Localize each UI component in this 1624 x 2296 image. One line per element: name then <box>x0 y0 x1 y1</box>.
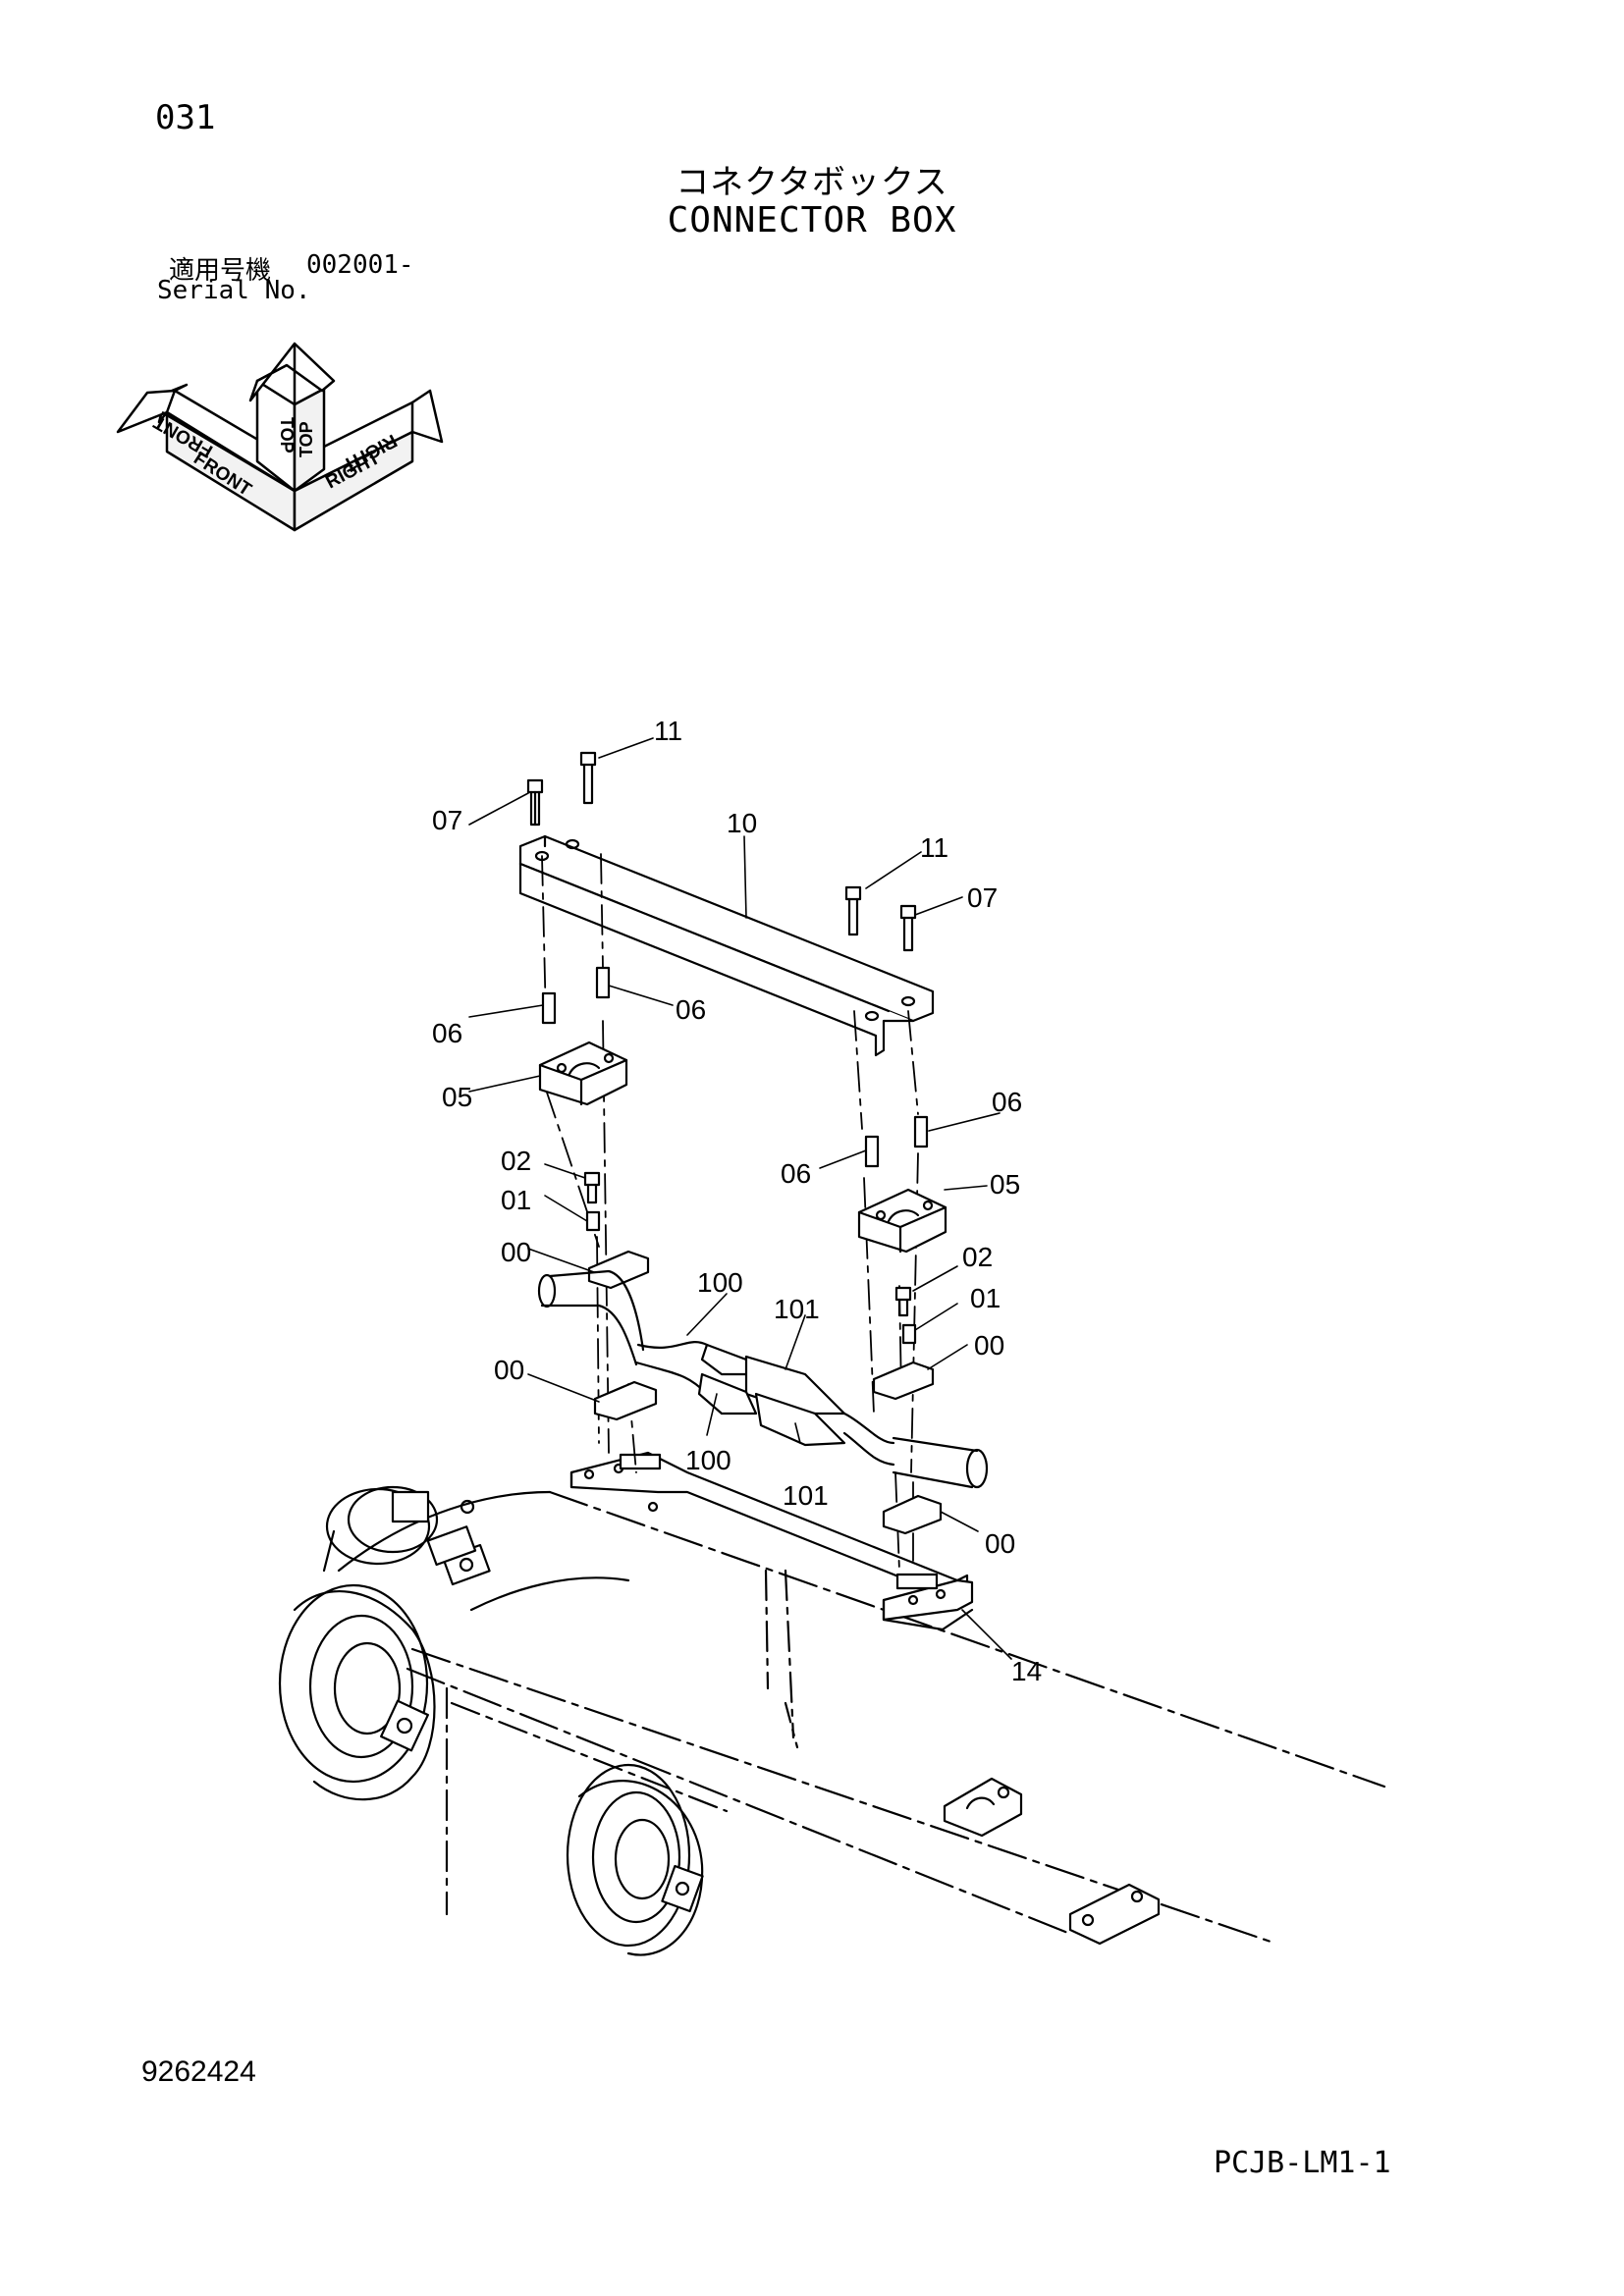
page-number: 031 <box>155 98 216 137</box>
clamp-05-left <box>538 1041 628 1106</box>
callout-00: 00 <box>985 1528 1015 1559</box>
callout-07: 07 <box>967 882 998 913</box>
callout-101: 101 <box>783 1480 829 1511</box>
callout-10: 10 <box>727 808 757 838</box>
spacer-06-c <box>864 1135 880 1168</box>
callout-01: 01 <box>970 1283 1001 1313</box>
clamp-00-a <box>587 1250 650 1290</box>
callout-07: 07 <box>432 805 462 835</box>
callout-100: 100 <box>697 1267 743 1298</box>
track-frame <box>278 1485 1386 1956</box>
orientation-compass-icon: FRONT FRONT RIGHT RIGHT TOP TOP <box>116 342 444 532</box>
part-10-upper-bracket <box>518 834 935 1057</box>
document-code: 9262424 <box>141 2056 256 2088</box>
callout-101: 101 <box>774 1294 820 1324</box>
page-title: CONNECTOR BOX <box>667 200 957 240</box>
callout-14: 14 <box>1011 1656 1042 1686</box>
connector-100-a <box>700 1343 758 1376</box>
part-14-base-plate <box>569 1451 974 1690</box>
bolt-11-right <box>844 885 862 936</box>
callout-06: 06 <box>992 1087 1022 1117</box>
clamp-00-b <box>872 1361 935 1401</box>
bolt-07-left <box>526 778 544 827</box>
bolt-07-right <box>899 904 917 952</box>
bolt-02-right <box>894 1286 912 1317</box>
callout-11: 11 <box>654 716 682 746</box>
callout-01: 01 <box>501 1185 531 1215</box>
callout-02: 02 <box>962 1242 993 1272</box>
callout-00: 00 <box>974 1330 1004 1361</box>
callout-11: 11 <box>920 832 948 863</box>
callout-02: 02 <box>501 1146 531 1176</box>
callout-05: 05 <box>990 1169 1020 1200</box>
clamp-00-c <box>593 1380 658 1421</box>
callout-06: 06 <box>781 1158 811 1189</box>
serial-label: Serial No. <box>157 276 311 305</box>
collar-01-left <box>585 1210 601 1232</box>
sheet-code: PCJB-LM1-1 <box>1214 2146 1391 2180</box>
callout-100: 100 <box>685 1445 731 1475</box>
title-japanese: コネクタボックス <box>676 163 948 202</box>
callout-05: 05 <box>442 1082 472 1112</box>
connector-101-b <box>754 1392 846 1447</box>
compass-top-label-mirror: TOP <box>297 421 316 457</box>
callout-00: 00 <box>501 1237 531 1267</box>
bolt-02-left <box>583 1171 601 1204</box>
callout-06: 06 <box>432 1018 462 1048</box>
callout-06: 06 <box>676 994 706 1025</box>
collar-01-right <box>901 1323 917 1345</box>
clamp-00-d <box>882 1494 943 1535</box>
serial-label-japanese: 適用号機 <box>169 256 272 286</box>
serial-range: 002001- <box>306 250 414 280</box>
connector-100-b <box>697 1372 758 1415</box>
callout-00: 00 <box>494 1355 524 1385</box>
leader-lines <box>468 737 1012 1660</box>
spacer-06-a <box>541 991 557 1025</box>
spacer-06-d <box>913 1115 929 1148</box>
compass-top-label: TOP <box>277 417 297 454</box>
bolt-11-left <box>579 751 597 805</box>
spacer-06-b <box>595 966 611 999</box>
clamp-05-right <box>857 1188 947 1254</box>
